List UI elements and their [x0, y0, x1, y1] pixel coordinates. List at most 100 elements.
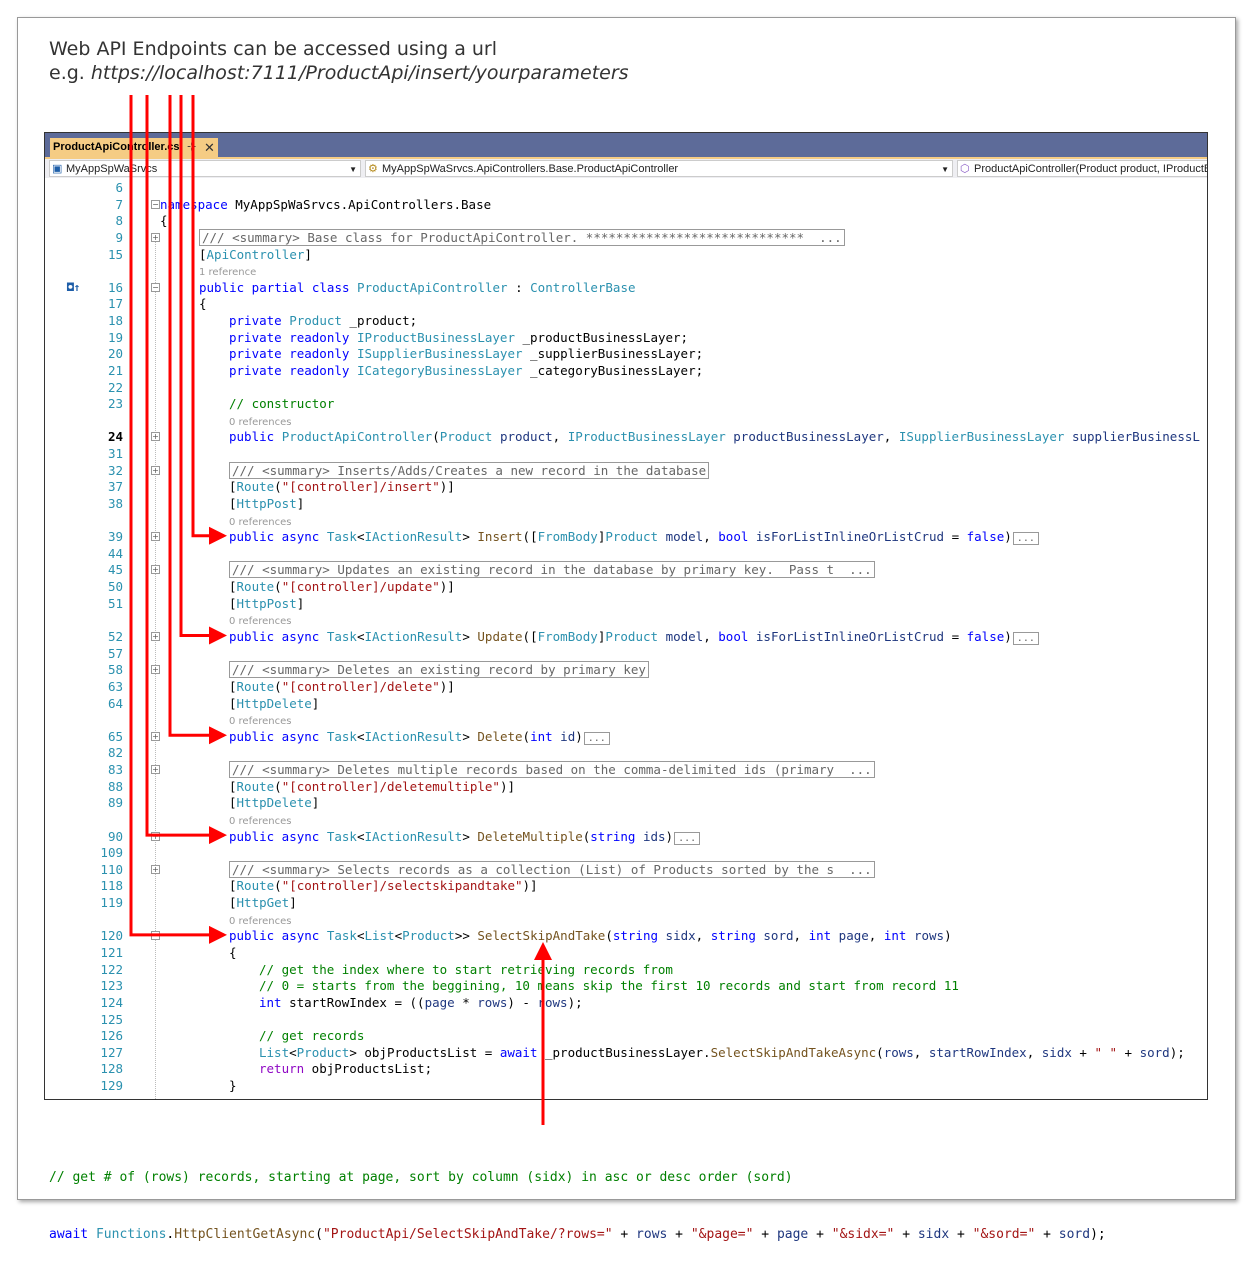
line-number: 127	[100, 1044, 123, 1060]
code-token: (	[274, 479, 282, 495]
code-token: sord	[1139, 1044, 1170, 1060]
class-dropdown[interactable]: ⚙MyAppSpWaSrvcs.ApiControllers.Base.Prod…	[365, 160, 953, 177]
code-token: <	[289, 1044, 297, 1060]
line-number: 65	[107, 728, 123, 744]
code-token: {	[199, 296, 207, 312]
references-link[interactable]: 0 references	[229, 716, 292, 728]
code-text: 0 references	[229, 711, 292, 730]
chevron-down-icon: ▼	[941, 165, 949, 174]
code-token: List	[364, 928, 395, 944]
code-token: ]	[304, 246, 312, 262]
references-link[interactable]: 0 references	[229, 815, 292, 827]
code-token: int	[259, 994, 282, 1010]
code-token: startRowIndex = ((	[281, 994, 425, 1010]
collapsed-summary[interactable]: /// <summary> Deletes multiple records b…	[229, 761, 875, 779]
code-token: ]	[311, 695, 320, 711]
collapse-icon[interactable]: −	[151, 199, 160, 209]
code-token: rows	[537, 994, 568, 1010]
code-token: rows	[883, 1044, 914, 1060]
code-token: ProductApiController	[357, 279, 508, 295]
project-dropdown[interactable]: ▣MyAppSpWaSrvcs▼	[49, 160, 361, 177]
code-text: 0 references	[229, 412, 292, 431]
references-link[interactable]: 1 reference	[199, 267, 257, 279]
expand-icon[interactable]: +	[151, 565, 160, 575]
references-link[interactable]: 0 references	[229, 616, 292, 628]
code-token: // get the index where to start retrievi…	[259, 961, 673, 977]
code-token: Task	[326, 529, 357, 545]
code-token: Product	[605, 629, 659, 644]
code-token: FromBody	[537, 529, 598, 545]
expand-icon[interactable]: +	[151, 731, 160, 741]
code-token: (	[274, 878, 282, 894]
code-line: 119[HttpGet]	[45, 894, 1207, 911]
line-number: 126	[100, 1028, 123, 1044]
collapsed-summary[interactable]: /// <summary> Base class for ProductApiC…	[199, 228, 845, 246]
code-token: public	[229, 429, 282, 445]
expand-icon[interactable]: +	[151, 632, 160, 641]
code-token: ids	[635, 828, 666, 844]
code-token: >	[462, 529, 478, 545]
code-line: 44	[45, 545, 1207, 562]
close-icon[interactable]: ✕	[204, 140, 215, 155]
code-line: 57	[45, 645, 1207, 662]
references-link[interactable]: 0 references	[229, 915, 292, 927]
line-number: 8	[115, 213, 123, 229]
collapsed-summary[interactable]: /// <summary> Selects records as a colle…	[229, 860, 875, 878]
code-text: /// <summary> Deletes multiple records b…	[229, 761, 875, 779]
arrow-to-line-39	[191, 95, 227, 545]
code-token: ([	[522, 629, 538, 644]
code-token: "[controller]/update"	[281, 579, 440, 595]
codelens-references: 0 references	[45, 811, 1207, 828]
code-token: ,	[883, 429, 899, 445]
collapsed-summary[interactable]: /// <summary> Updates an existing record…	[229, 561, 875, 579]
collapsed-body-button[interactable]: ...	[674, 831, 701, 845]
code-text: {	[229, 944, 237, 961]
code-token: {	[160, 213, 168, 229]
code-token: startRowIndex	[928, 1044, 1027, 1060]
code-token: ,	[695, 928, 711, 944]
expand-icon[interactable]: +	[151, 465, 160, 475]
code-token: <	[356, 529, 365, 545]
code-token: > objProductsList =	[349, 1044, 500, 1060]
line-number: 20	[107, 346, 123, 362]
collapsed-body-button[interactable]: ...	[583, 731, 610, 745]
line-number: 22	[107, 379, 123, 395]
collapsed-body-button[interactable]: ...	[1012, 532, 1039, 546]
collapsed-body-button[interactable]: ...	[1012, 632, 1039, 645]
arrow-to-line-52	[179, 95, 227, 645]
code-text: public async Task<IActionResult> DeleteM…	[229, 828, 701, 847]
expand-icon[interactable]: +	[151, 765, 160, 775]
code-token: ,	[703, 629, 719, 644]
code-token: // constructor	[229, 396, 335, 412]
collapsed-summary[interactable]: /// <summary> Deletes an existing record…	[229, 661, 649, 679]
code-text: int startRowIndex = ((page * rows) - row…	[259, 994, 583, 1011]
code-token: string	[710, 928, 756, 944]
member-dropdown[interactable]: ⬡ProductApiController(Product product, I…	[957, 160, 1207, 177]
expand-icon[interactable]: +	[151, 432, 160, 442]
caption-line2: e.g. https://localhost:7111/ProductApi/i…	[49, 61, 629, 85]
code-token: // get records	[259, 1028, 365, 1044]
code-text: {	[160, 212, 168, 229]
code-token: ]	[597, 529, 606, 545]
code-token: Functions	[95, 1227, 167, 1242]
references-link[interactable]: 0 references	[229, 516, 292, 528]
code-token: )	[575, 728, 583, 744]
code-token: "&sord="	[972, 1227, 1036, 1242]
navigation-bar: ▣MyAppSpWaSrvcs▼ ⚙MyAppSpWaSrvcs.ApiCont…	[45, 157, 1207, 178]
references-link[interactable]: 0 references	[229, 416, 292, 428]
expand-icon[interactable]: +	[151, 864, 160, 874]
collapse-icon[interactable]: −	[151, 282, 160, 292]
line-number: 45	[107, 562, 123, 578]
expand-icon[interactable]: +	[151, 532, 160, 542]
code-token: )]	[439, 579, 455, 595]
expand-icon[interactable]: +	[151, 665, 160, 675]
line-number: 122	[100, 961, 123, 977]
collapsed-summary[interactable]: /// <summary> Inserts/Adds/Creates a new…	[229, 461, 710, 479]
code-text: List<Product> objProductsList = await _p…	[259, 1044, 1185, 1061]
implements-marker-icon[interactable]: ◘↑	[67, 280, 81, 294]
code-token: int	[883, 928, 907, 944]
code-text: /// <summary> Deletes an existing record…	[229, 661, 649, 679]
expand-icon[interactable]: +	[151, 232, 160, 242]
